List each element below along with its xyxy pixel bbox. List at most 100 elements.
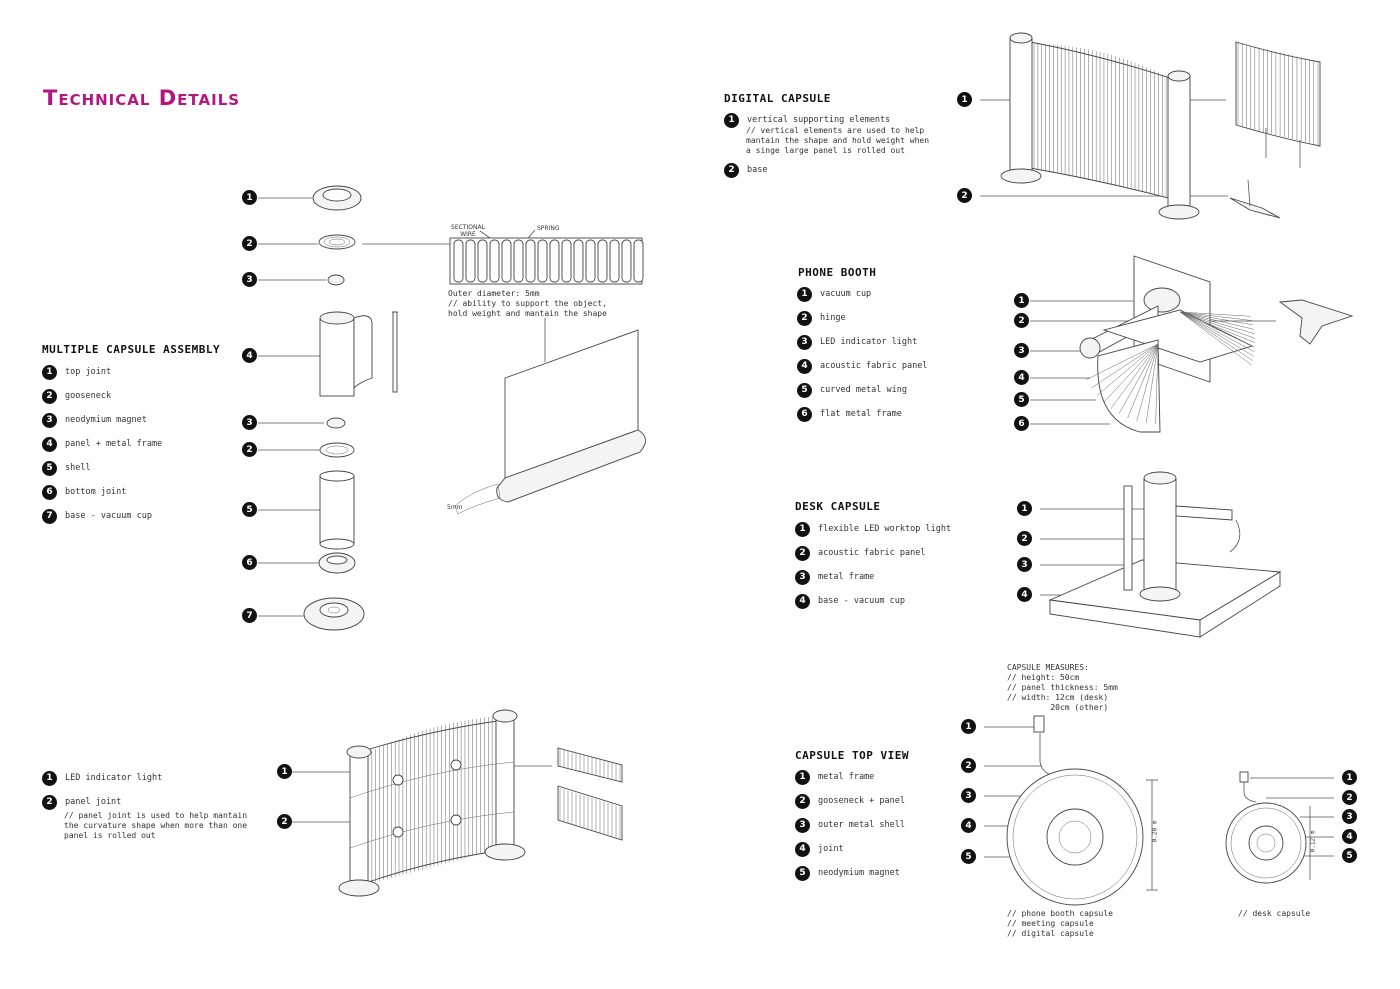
wire-detail-note: Outer diameter: 5mm // ability to suppor… — [448, 289, 607, 318]
exploded-parts-drawing — [258, 185, 520, 631]
legend-label: shell — [65, 463, 91, 473]
legend-label: flexible LED worktop light — [818, 524, 952, 534]
legend-label: panel + metal frame — [65, 439, 163, 449]
legend-item: 3 neodymium magnet — [42, 412, 162, 428]
legend-number: 1 — [795, 769, 810, 785]
legend-item: 2 hinge — [797, 310, 927, 326]
callout-badge: 7 — [242, 608, 257, 623]
legend-number: 2 — [42, 388, 57, 404]
legend-label: acoustic fabric panel — [820, 361, 928, 371]
callout-badge: 2 — [1342, 790, 1357, 805]
digital-capsule-heading: DIGITAL CAPSULE — [724, 92, 831, 105]
diameter-label: 5mm — [447, 504, 463, 511]
legend-label: gooseneck + panel — [818, 796, 905, 806]
callout-badge: 3 — [242, 415, 257, 430]
legend-number: 2 — [797, 310, 812, 326]
callout-badge: 1 — [1342, 770, 1357, 785]
legend-number: 4 — [795, 593, 810, 609]
legend-number: 2 — [42, 794, 57, 810]
legend-label: vacuum cup — [820, 289, 872, 299]
legend-item: 4 joint — [795, 841, 905, 857]
legend-label: base — [747, 165, 768, 175]
legend-item: 2 base — [724, 162, 767, 178]
panel-joint-note: // panel joint is used to help mantain t… — [64, 811, 248, 840]
sectional-wire-detail — [449, 229, 644, 285]
legend-number: 3 — [42, 412, 57, 428]
callout-badge: 3 — [1342, 809, 1357, 824]
callout-badge: 3 — [961, 788, 976, 803]
legend-item: 4 acoustic fabric panel — [797, 358, 927, 374]
legend-number: 3 — [795, 569, 810, 585]
legend-number: 1 — [42, 770, 57, 786]
legend-label: metal frame — [818, 772, 875, 782]
desk-capsule-heading: DESK CAPSULE — [795, 500, 881, 513]
callout-badge: 4 — [1014, 370, 1029, 385]
panel-joint-drawing — [292, 709, 623, 897]
phone-booth-heading: PHONE BOOTH — [798, 266, 877, 279]
capsule-measures: CAPSULE MEASURES: // height: 50cm // pan… — [1007, 663, 1118, 712]
legend-number: 1 — [797, 286, 812, 302]
legend-item: 6 bottom joint — [42, 484, 162, 500]
callout-badge: 1 — [277, 764, 292, 779]
callout-badge: 3 — [1014, 343, 1029, 358]
legend-number: 6 — [42, 484, 57, 500]
callout-badge: 2 — [277, 814, 292, 829]
legend-number: 1 — [42, 364, 57, 380]
legend-number: 7 — [42, 508, 57, 524]
legend-number: 2 — [724, 162, 739, 178]
legend-label: LED indicator light — [65, 773, 163, 783]
sectional-wire-label: SECTIONAL WIRE — [451, 224, 485, 238]
callout-badge: 4 — [961, 818, 976, 833]
callout-badge: 1 — [1014, 293, 1029, 308]
legend-number: 4 — [795, 841, 810, 857]
legend-item: 1 LED indicator light — [42, 770, 162, 786]
digital-capsule-note: // vertical elements are used to help ma… — [746, 126, 930, 155]
page-title: Technical Details — [43, 86, 241, 110]
legend-number: 5 — [795, 865, 810, 881]
top-view-heading: CAPSULE TOP VIEW — [795, 749, 909, 762]
top-view-large-drawing — [984, 715, 1158, 906]
large-dimension-label: 0.20 m — [1151, 820, 1159, 843]
callout-badge: 5 — [242, 502, 257, 517]
callout-badge: 1 — [242, 190, 257, 205]
callout-badge: 4 — [242, 348, 257, 363]
legend-number: 1 — [724, 112, 739, 128]
callout-badge: 3 — [1017, 557, 1032, 572]
callout-badge: 2 — [242, 236, 257, 251]
callout-badge: 5 — [1342, 848, 1357, 863]
panel-edge-detail — [454, 318, 646, 515]
legend-label: LED indicator light — [820, 337, 918, 347]
callout-badge: 3 — [242, 272, 257, 287]
legend-item: 1 metal frame — [795, 769, 905, 785]
top-view-small-drawing — [1225, 771, 1334, 884]
legend-number: 3 — [797, 334, 812, 350]
callout-badge: 4 — [1342, 829, 1357, 844]
legend-label: joint — [818, 844, 844, 854]
small-capsule-caption: // desk capsule — [1238, 909, 1311, 918]
callout-badge: 6 — [1014, 416, 1029, 431]
legend-label: bottom joint — [65, 487, 127, 497]
legend-label: acoustic fabric panel — [818, 548, 926, 558]
legend-label: neodymium magnet — [65, 415, 147, 425]
legend-number: 5 — [42, 460, 57, 476]
callout-badge: 1 — [957, 92, 972, 107]
callout-badge: 1 — [1017, 501, 1032, 516]
legend-number: 4 — [797, 358, 812, 374]
legend-label: hinge — [820, 313, 846, 323]
